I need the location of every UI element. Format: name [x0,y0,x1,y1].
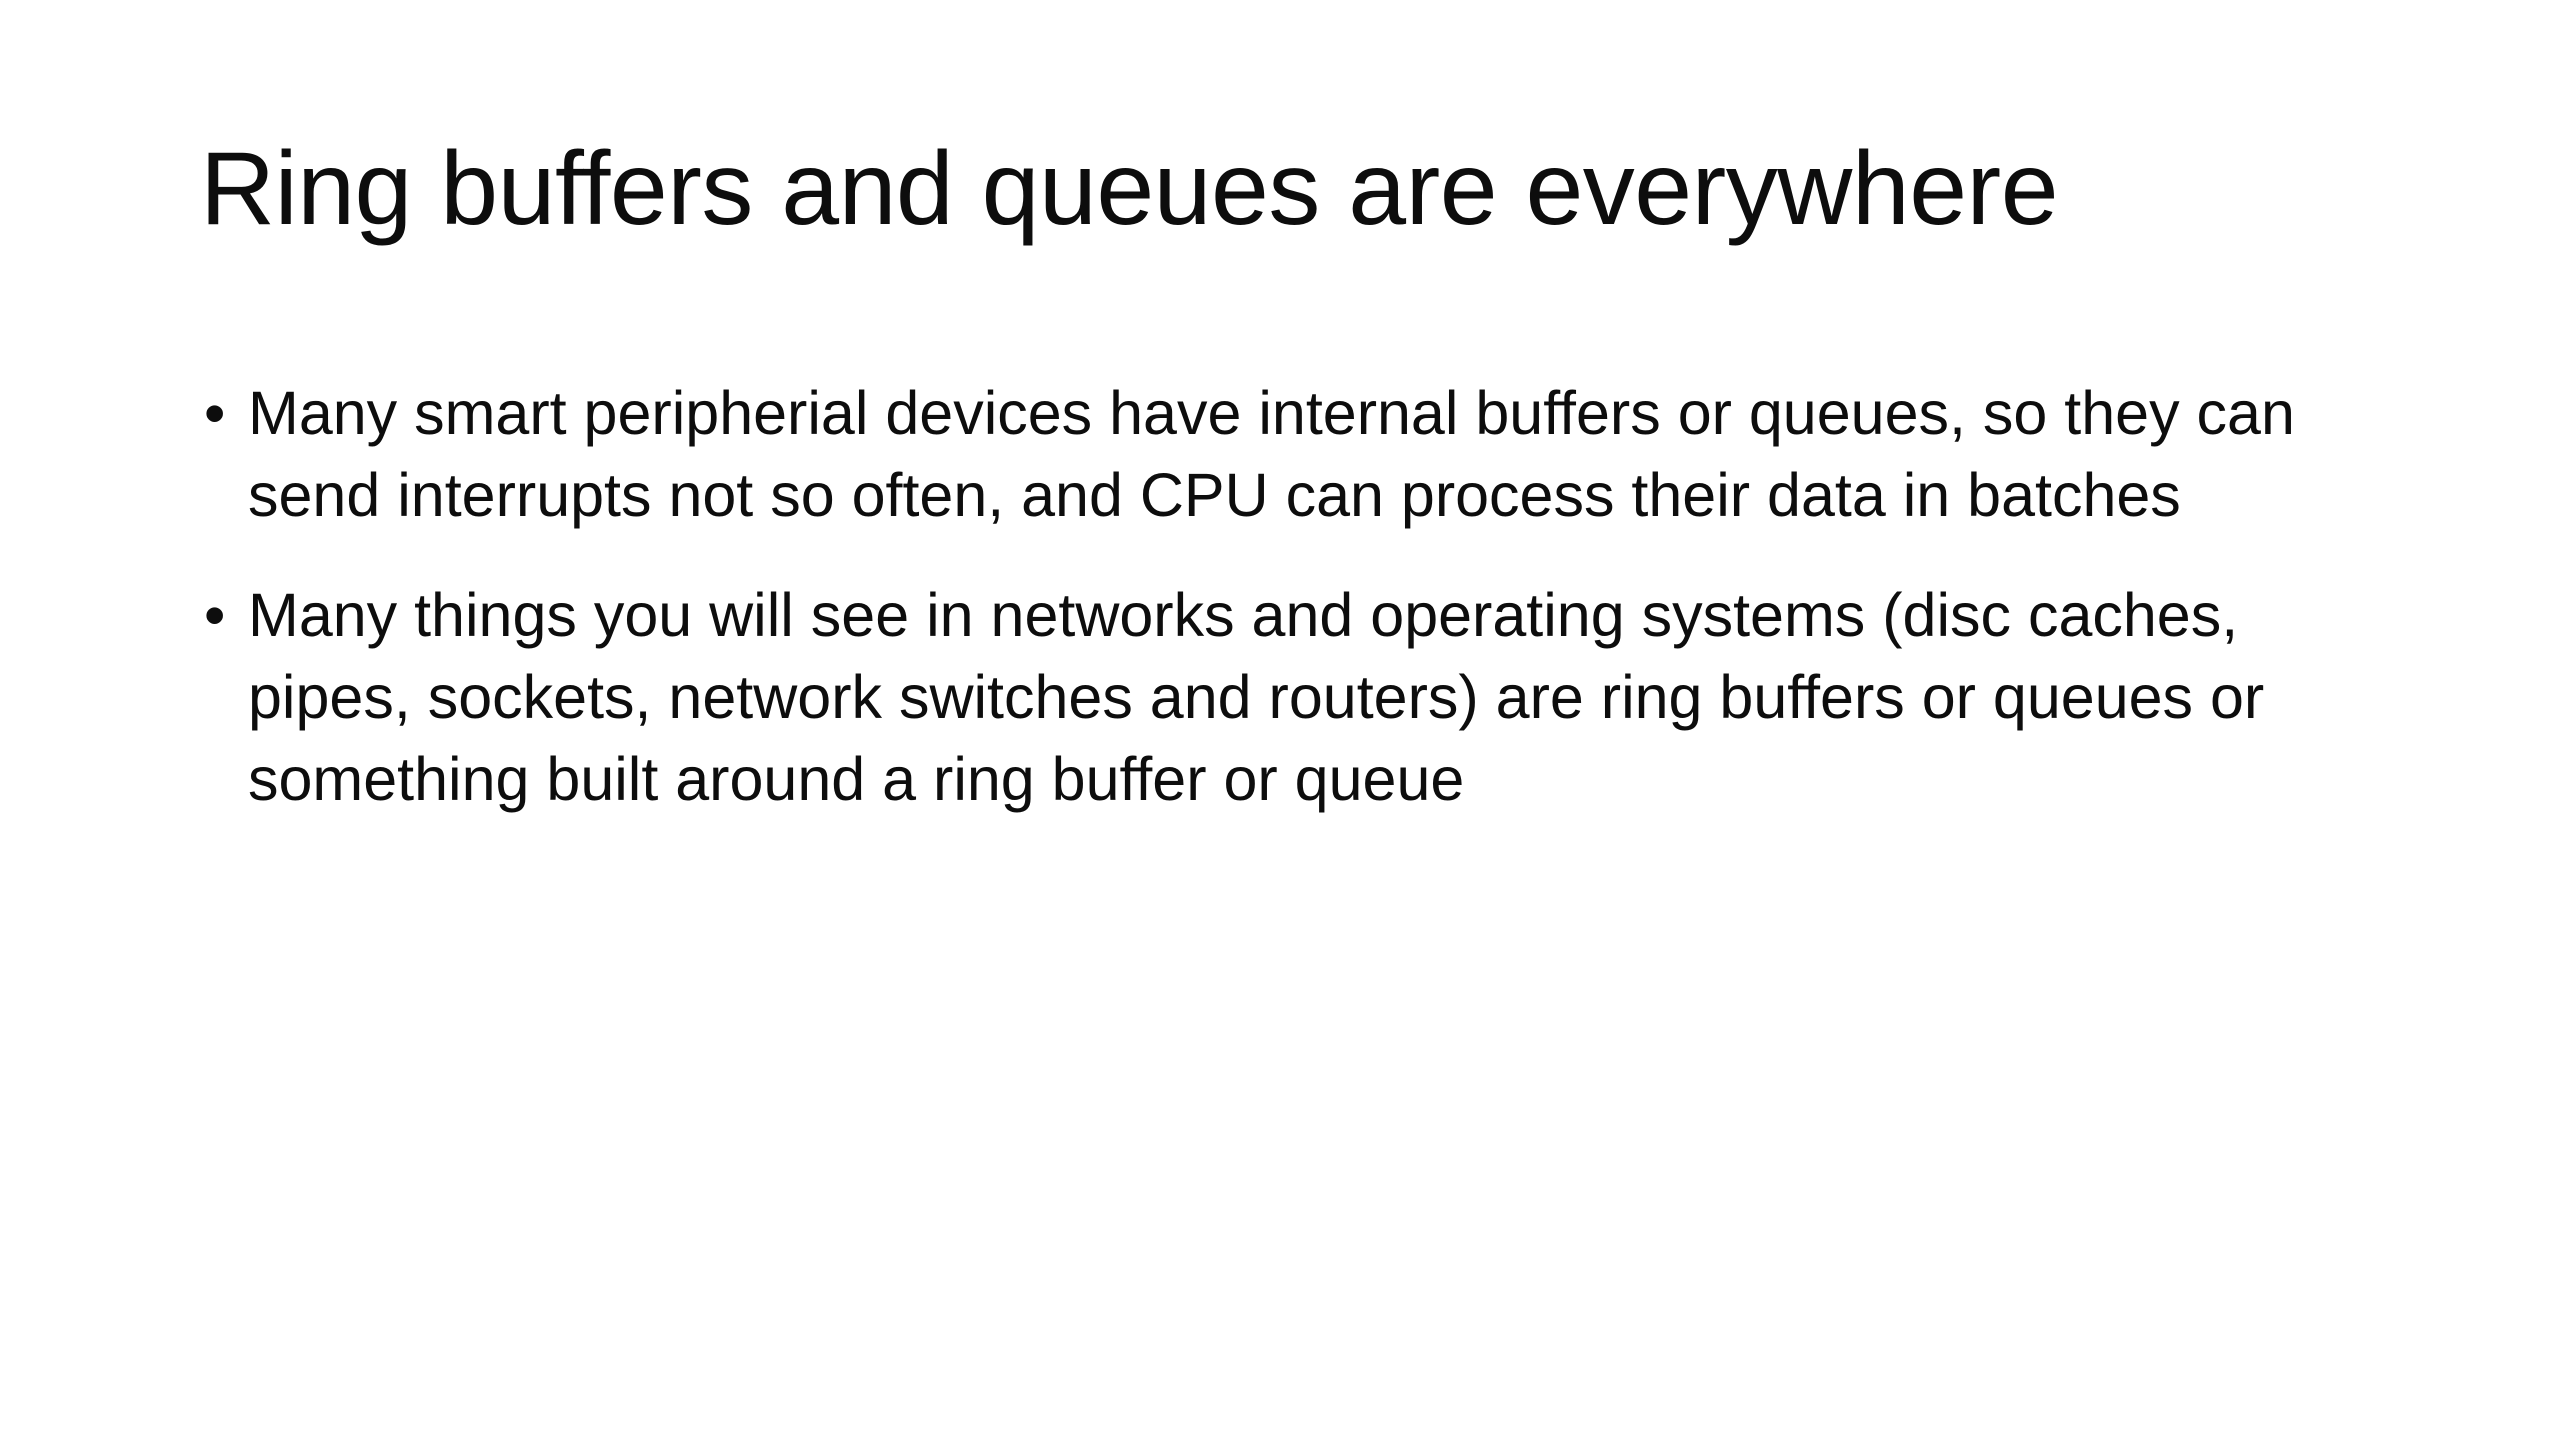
bullet-item[interactable]: • Many things you will see in networks a… [200,574,2400,820]
bullet-point-icon: • [204,581,226,650]
body-placeholder[interactable]: • Many smart peripherial devices have in… [200,372,2400,820]
bullet-point-icon: • [204,379,226,447]
bullet-text: Many things you will see in networks and… [248,581,2265,814]
title-placeholder[interactable]: Ring buffers and queues are everywhere [200,128,2380,308]
bullet-list: • Many smart peripherial devices have in… [200,372,2400,820]
slide-title: Ring buffers and queues are everywhere [200,131,2059,247]
bullet-text: Many smart peripherial devices have inte… [248,379,2295,530]
bullet-item[interactable]: • Many smart peripherial devices have in… [200,372,2400,536]
